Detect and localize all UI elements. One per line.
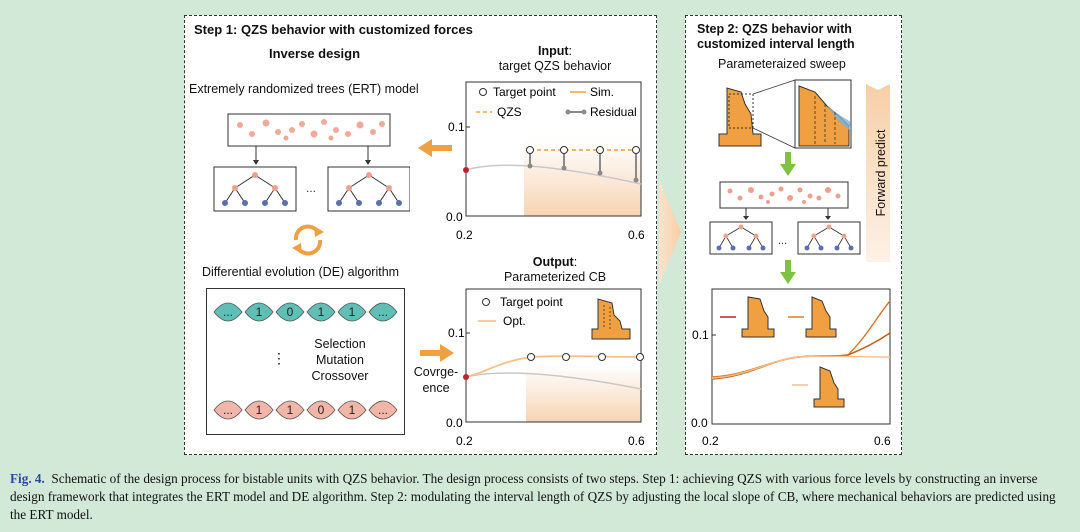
- input-title: Input:: [480, 44, 630, 58]
- output-title: Output:: [480, 255, 630, 269]
- chromosome-top: ... 1 0 1 1 ...: [213, 302, 398, 322]
- convergence-line2: ence: [422, 381, 450, 395]
- caption-text: Schematic of the design process for bist…: [10, 471, 1056, 522]
- ert-model-label: Extremely randomized trees (ERT) model: [189, 82, 419, 96]
- input-legend-3: Residual: [590, 105, 637, 119]
- input-title-bold: Input: [537, 44, 569, 58]
- op-selection: Selection: [314, 337, 366, 351]
- de-algorithm-label: Differential evolution (DE) algorithm: [202, 265, 400, 279]
- cycle-arrows-icon: [292, 224, 324, 256]
- output-legend-0: Target point: [500, 295, 563, 309]
- gene-top-5: ...: [378, 305, 388, 319]
- step-transition-arrow: [659, 180, 681, 285]
- caption-figno: Fig. 4.: [10, 471, 45, 486]
- ert-model-diagram: ...: [213, 113, 410, 212]
- input-title-colon: :: [568, 44, 573, 58]
- gene-top-0: ...: [223, 305, 233, 319]
- output-subtitle: Parameterized CB: [503, 270, 607, 284]
- step2-chart: 0.1 0.0 0.2 0.6: [691, 288, 891, 448]
- convergence-line1: Covrge-: [413, 365, 459, 379]
- output-ytick-1: 0.0: [446, 416, 463, 430]
- sweep-label: Parameteraized sweep: [718, 57, 846, 71]
- step1-title: Step 1: QZS behavior with customized for…: [194, 22, 473, 37]
- green-arrow-2-icon: [780, 260, 796, 284]
- svg-text:...: ...: [306, 181, 316, 195]
- step2-ert-diagram: ...: [709, 181, 861, 255]
- step2-xtick-1: 0.6: [874, 434, 891, 448]
- gene-bottom-0: ...: [223, 403, 233, 417]
- output-xtick-0: 0.2: [456, 434, 473, 448]
- input-legend-1: Sim.: [590, 85, 614, 99]
- input-xtick-0: 0.2: [456, 228, 473, 242]
- output-ytick-0: 0.1: [448, 326, 465, 340]
- gene-bottom-4: 1: [349, 403, 356, 417]
- gene-top-3: 1: [318, 305, 325, 319]
- gene-bottom-5: ...: [378, 403, 388, 417]
- gene-top-2: 0: [287, 305, 294, 319]
- output-title-bold: Output: [532, 255, 574, 269]
- output-title-colon: :: [573, 255, 578, 269]
- step2-ytick-0: 0.1: [692, 328, 709, 342]
- gene-bottom-2: 1: [287, 403, 294, 417]
- input-ytick-0: 0.1: [448, 120, 465, 134]
- inverse-design-label: Inverse design: [269, 46, 361, 61]
- input-subtitle: target QZS behavior: [498, 59, 612, 73]
- arrow-right-icon: [420, 344, 454, 362]
- input-legend-2: QZS: [497, 105, 522, 119]
- input-ytick-1: 0.0: [446, 210, 463, 224]
- output-xtick-1: 0.6: [628, 434, 645, 448]
- gene-bottom-1: 1: [256, 403, 263, 417]
- figure-caption: Fig. 4. Schematic of the design process …: [10, 470, 1070, 524]
- input-xtick-1: 0.6: [628, 228, 645, 242]
- step2-ellipsis: ...: [778, 235, 787, 247]
- op-crossover: Crossover: [311, 369, 369, 383]
- step2-title-line2: customized interval length: [697, 37, 855, 51]
- input-chart: 0.1 0.0 0.2 0.6 Target point Sim. QZS Re…: [446, 81, 645, 242]
- forward-predict-label: Forward predict: [874, 129, 888, 217]
- step2-ytick-1: 0.0: [691, 416, 708, 430]
- output-legend-1: Opt.: [503, 314, 526, 328]
- step2-xtick-0: 0.2: [702, 434, 719, 448]
- chromosome-bottom: ... 1 1 0 1 ...: [213, 400, 398, 420]
- output-chart: 0.1 0.0 0.2 0.6 Target point Opt.: [446, 288, 645, 448]
- sweep-diagram: [718, 79, 852, 149]
- step2-title-line1: Step 2: QZS behavior with: [697, 22, 852, 36]
- gene-top-1: 1: [256, 305, 263, 319]
- op-mutation: Mutation: [316, 353, 364, 367]
- input-legend-0: Target point: [493, 85, 556, 99]
- green-arrow-1-icon: [780, 152, 796, 176]
- arrow-left-icon: [418, 139, 452, 157]
- vertical-dots: ⋮: [272, 350, 286, 366]
- gene-top-4: 1: [349, 305, 356, 319]
- gene-bottom-3: 0: [318, 403, 325, 417]
- forward-predict-arrow: [866, 84, 890, 262]
